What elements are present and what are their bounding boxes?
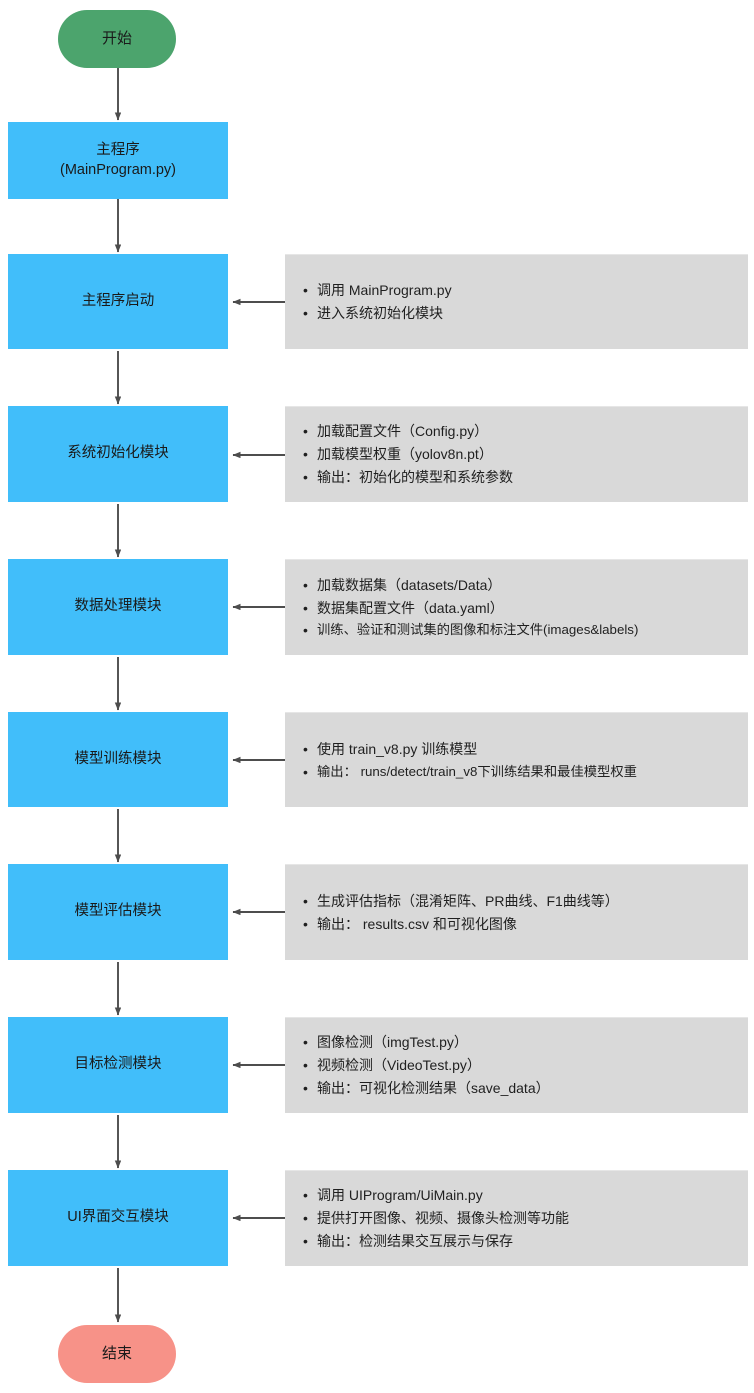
node-data-processing[interactable]: 数据处理模块	[8, 559, 228, 655]
note-model-evaluation: 生成评估指标（混淆矩阵、PR曲线、F1曲线等） 输出： results.csv …	[285, 864, 748, 960]
note-item: 调用 MainProgram.py	[303, 279, 738, 302]
node-data-processing-label: 数据处理模块	[74, 598, 162, 615]
node-system-init-label: 系统初始化模块	[67, 445, 169, 462]
note-item: 数据集配置文件（data.yaml）	[303, 597, 738, 620]
node-end-label: 结束	[101, 1344, 132, 1362]
note-item: 加载配置文件（Config.py）	[303, 420, 738, 443]
note-data-processing: 加载数据集（datasets/Data） 数据集配置文件（data.yaml） …	[285, 559, 748, 655]
note-item: 输出：可视化检测结果（save_data）	[303, 1077, 738, 1100]
note-ui-interaction: 调用 UIProgram/UiMain.py 提供打开图像、视频、摄像头检测等功…	[285, 1170, 748, 1266]
node-start[interactable]: 开始	[58, 10, 176, 68]
note-item: 加载模型权重（yolov8n.pt）	[303, 443, 738, 466]
note-item: 加载数据集（datasets/Data）	[303, 574, 738, 597]
node-main-program[interactable]: 主程序 (MainProgram.py)	[8, 122, 228, 199]
node-model-evaluation[interactable]: 模型评估模块	[8, 864, 228, 960]
note-item: 进入系统初始化模块	[303, 302, 738, 325]
note-item: 输出：初始化的模型和系统参数	[303, 466, 738, 489]
node-main-program-start[interactable]: 主程序启动	[8, 254, 228, 349]
node-system-init[interactable]: 系统初始化模块	[8, 406, 228, 502]
note-item: 训练、验证和测试集的图像和标注文件(images&labels)	[303, 619, 738, 641]
node-object-detection-label: 目标检测模块	[74, 1056, 162, 1073]
node-model-training-label: 模型训练模块	[74, 750, 162, 767]
note-item: 生成评估指标（混淆矩阵、PR曲线、F1曲线等）	[303, 890, 738, 913]
node-ui-interaction-label: UI界面交互模块	[67, 1209, 169, 1226]
node-ui-interaction[interactable]: UI界面交互模块	[8, 1170, 228, 1266]
note-model-training: 使用 train_v8.py 训练模型 输出： runs/detect/trai…	[285, 712, 748, 807]
note-item: 图像检测（imgTest.py）	[303, 1031, 738, 1054]
node-model-training[interactable]: 模型训练模块	[8, 712, 228, 807]
node-end[interactable]: 结束	[58, 1325, 176, 1383]
node-main-program-label-line2: (MainProgram.py)	[59, 161, 177, 178]
node-start-label: 开始	[101, 29, 132, 47]
note-item: 使用 train_v8.py 训练模型	[303, 738, 738, 761]
note-item: 输出： runs/detect/train_v8下训练结果和最佳模型权重	[303, 761, 738, 783]
note-system-init: 加载配置文件（Config.py） 加载模型权重（yolov8n.pt） 输出：…	[285, 406, 748, 502]
node-main-program-start-label: 主程序启动	[81, 292, 155, 309]
note-item: 提供打开图像、视频、摄像头检测等功能	[303, 1207, 738, 1230]
node-object-detection[interactable]: 目标检测模块	[8, 1017, 228, 1113]
note-item: 输出： results.csv 和可视化图像	[303, 913, 738, 936]
note-main-program-start: 调用 MainProgram.py 进入系统初始化模块	[285, 254, 748, 349]
note-item: 视频检测（VideoTest.py）	[303, 1054, 738, 1077]
node-model-evaluation-label: 模型评估模块	[74, 903, 162, 920]
note-object-detection: 图像检测（imgTest.py） 视频检测（VideoTest.py） 输出：可…	[285, 1017, 748, 1113]
note-item: 调用 UIProgram/UiMain.py	[303, 1184, 738, 1207]
node-main-program-label-line1: 主程序	[96, 141, 140, 158]
note-item: 输出：检测结果交互展示与保存	[303, 1230, 738, 1253]
